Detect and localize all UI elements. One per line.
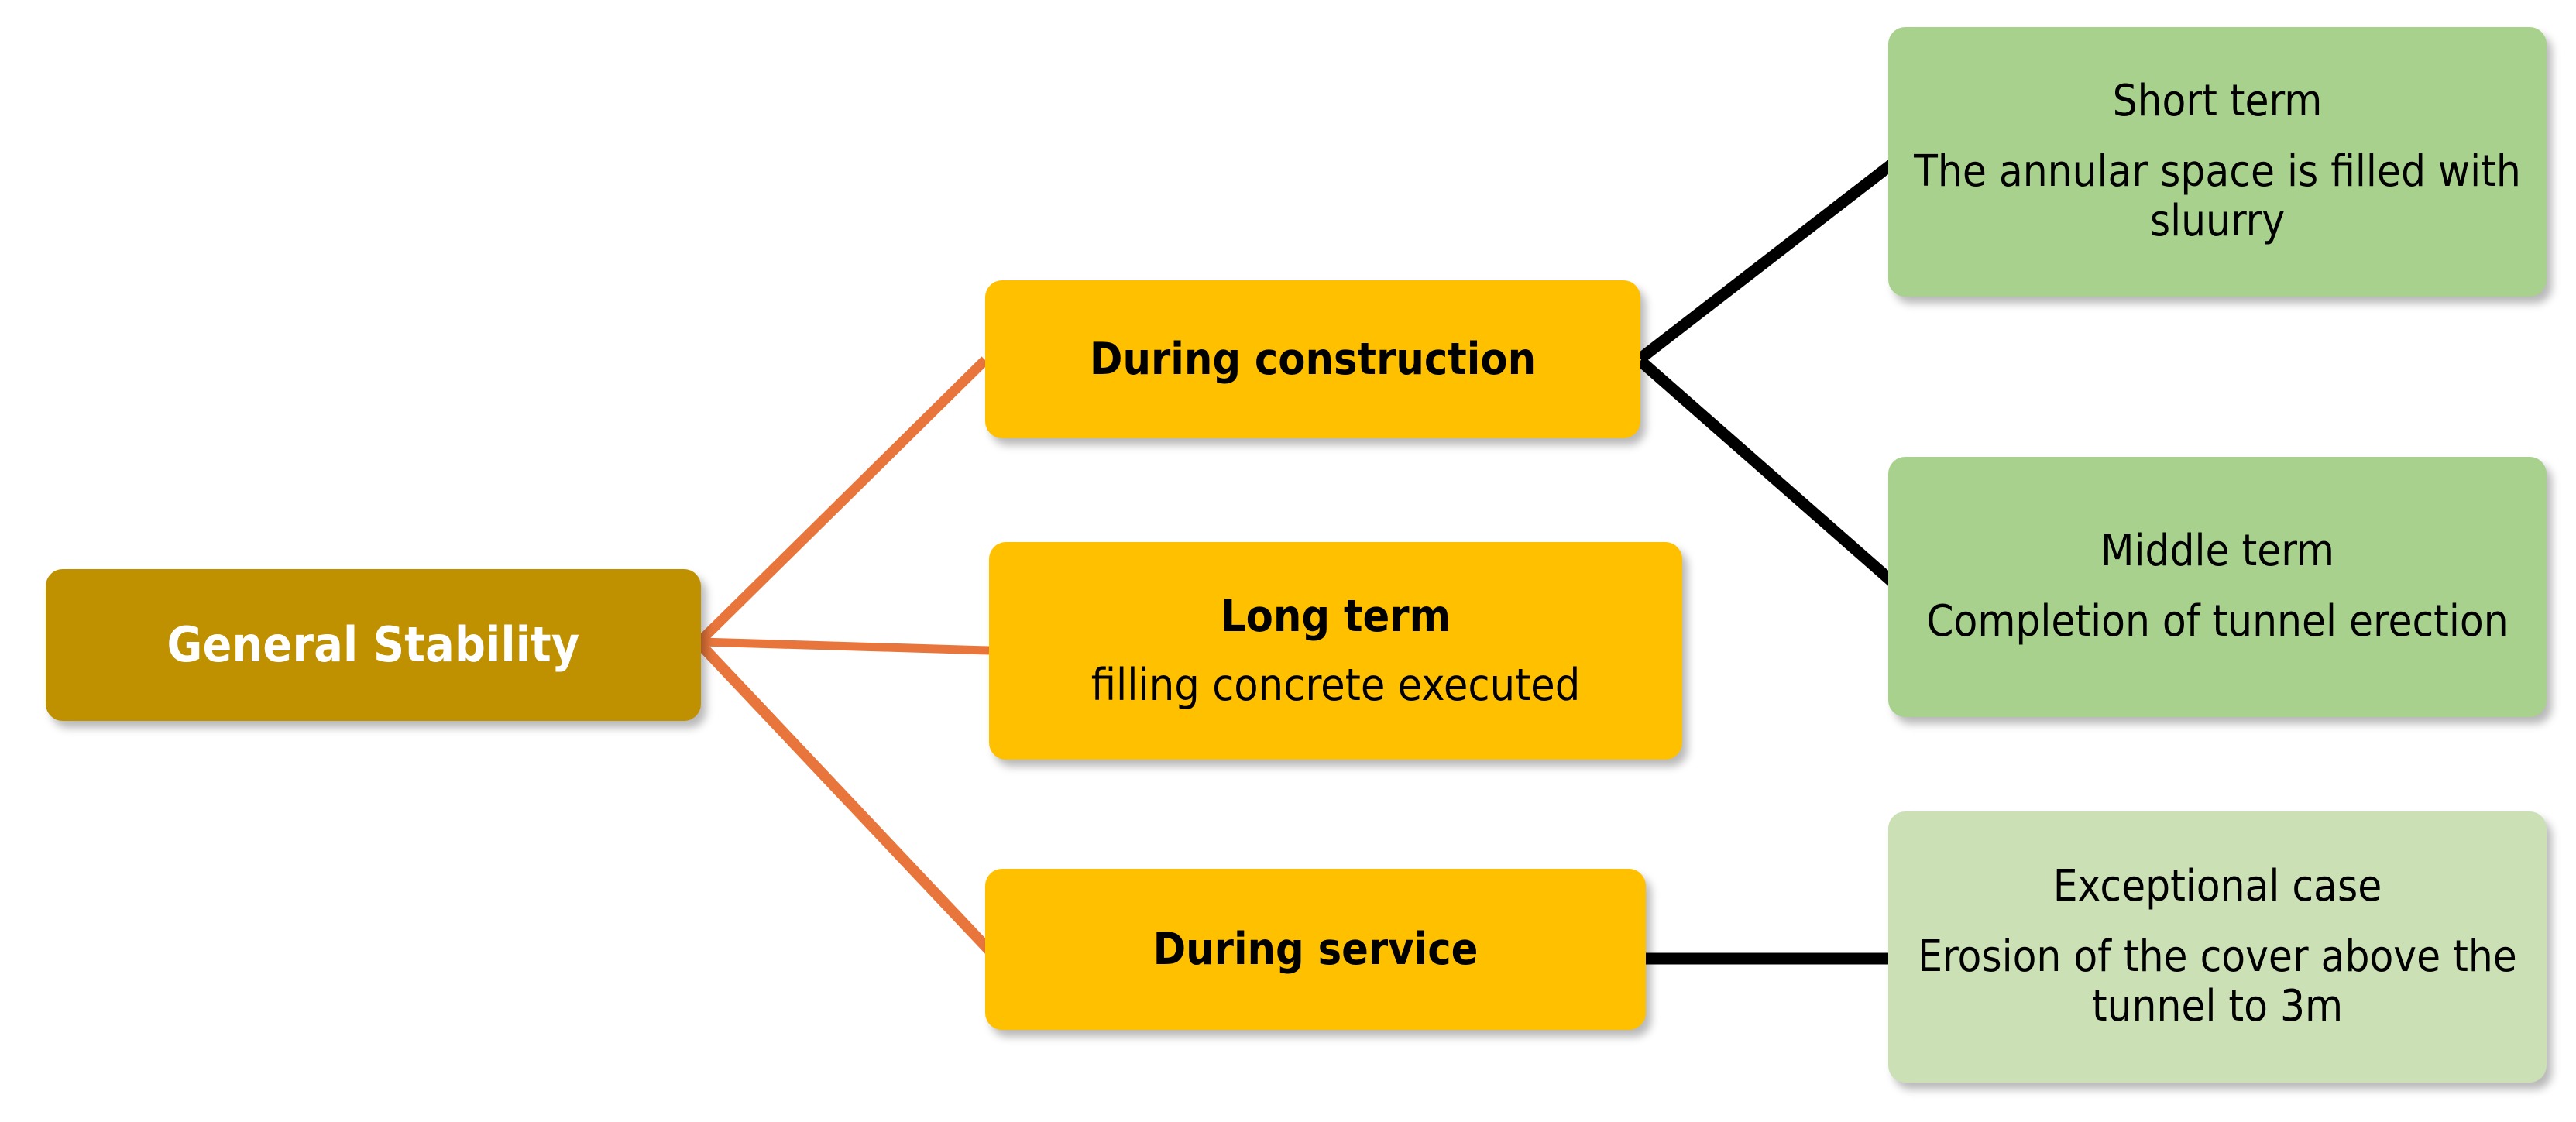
edge-root-to-during-service — [696, 641, 994, 955]
node-middle-term[interactable]: Middle term Completion of tunnel erectio… — [1888, 457, 2547, 717]
node-body: Completion of tunnel erection — [1926, 596, 2509, 647]
node-title: Long term — [1220, 591, 1451, 643]
node-body: Erosion of the cover above the tunnel to… — [1918, 931, 2517, 1032]
node-exceptional-case[interactable]: Exceptional case Erosion of the cover ab… — [1888, 811, 2547, 1083]
edge-root-to-long-term — [700, 637, 990, 655]
edge-root-to-during-construction — [697, 356, 989, 644]
edge-during-construction-to-short-term — [1637, 159, 1897, 363]
node-title: Short term — [2112, 75, 2323, 126]
slide-edge-artifact-left — [0, 534, 23, 767]
node-during-service[interactable]: During service — [985, 869, 1646, 1030]
node-title: During construction — [1089, 333, 1537, 385]
node-long-term[interactable]: Long term filling concrete executed — [989, 542, 1682, 760]
node-body: The annular space is filled with sluurry — [1914, 146, 2521, 247]
node-short-term[interactable]: Short term The annular space is filled w… — [1888, 27, 2547, 297]
node-label: General Stability — [167, 616, 580, 674]
node-during-construction[interactable]: During construction — [985, 280, 1640, 438]
node-title: Exceptional case — [2052, 860, 2382, 911]
node-title: During service — [1152, 923, 1479, 975]
node-body: filling concrete executed — [1091, 659, 1581, 711]
node-title: Middle term — [2100, 526, 2334, 577]
node-general-stability[interactable]: General Stability — [46, 569, 701, 721]
